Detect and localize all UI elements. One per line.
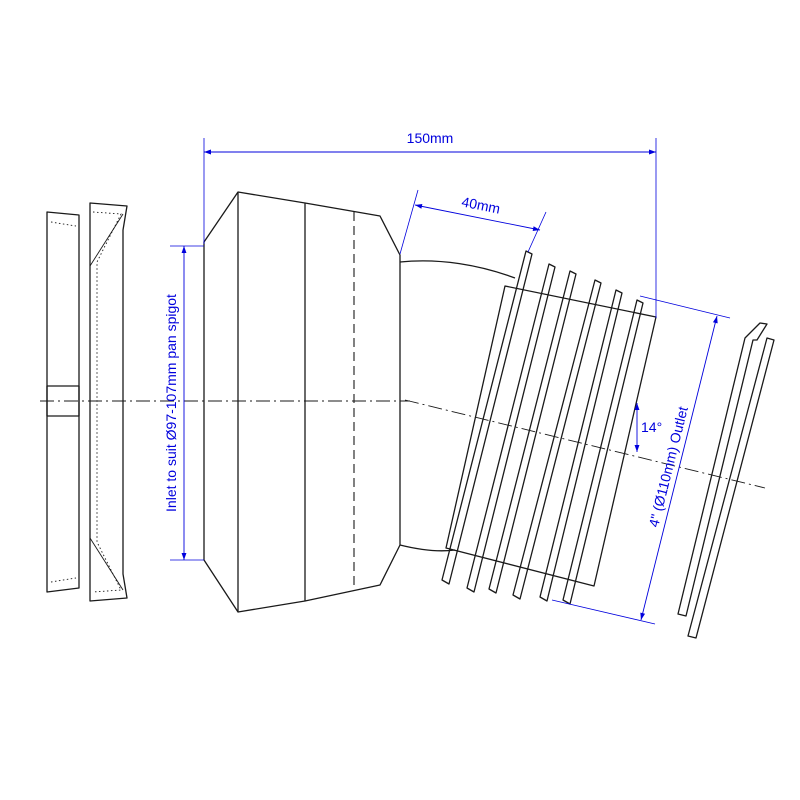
dimension-outlet: 4" (Ø110mm) Outlet bbox=[551, 295, 731, 625]
dimension-inlet: Inlet to suit Ø97-107mm pan spigot bbox=[163, 245, 204, 561]
fin-length-label: 40mm bbox=[460, 194, 501, 217]
outlet-fins bbox=[441, 250, 644, 605]
dimension-fin-length: 40mm bbox=[399, 189, 547, 255]
seal-ring-outer bbox=[46, 211, 80, 593]
connector-outlet-pipe bbox=[399, 260, 657, 587]
connector-inlet-body bbox=[203, 191, 401, 613]
outlet-seal-ring bbox=[677, 322, 775, 639]
seal-ring-inner bbox=[89, 202, 128, 602]
outlet-centre-line bbox=[404, 399, 766, 489]
angle-label: 14° bbox=[641, 419, 662, 435]
dimension-overall-length: 150mm bbox=[203, 130, 657, 318]
inlet-label: Inlet to suit Ø97-107mm pan spigot bbox=[163, 294, 179, 512]
overall-length-label: 150mm bbox=[407, 130, 454, 146]
dimension-angle: 14° bbox=[634, 403, 662, 452]
